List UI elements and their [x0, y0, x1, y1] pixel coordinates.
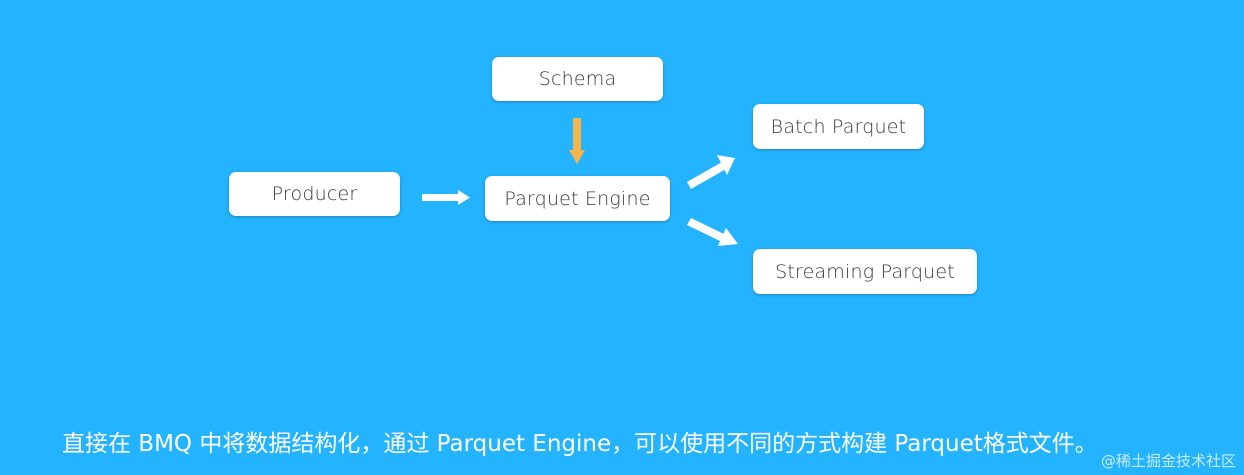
- batch-parquet-node: Batch Parquet: [753, 104, 924, 149]
- arrow-schema-to-engine: [569, 118, 585, 164]
- arrow-engine-to-streaming: [687, 218, 738, 246]
- caption-text: 直接在 BMQ 中将数据结构化，通过 Parquet Engine，可以使用不同…: [62, 431, 1098, 457]
- arrow-engine-to-batch: [687, 155, 735, 189]
- streaming-parquet-label: Streaming Parquet: [775, 260, 955, 283]
- schema-label: Schema: [538, 68, 617, 90]
- schema-node: Schema: [492, 57, 663, 101]
- streaming-parquet-node: Streaming Parquet: [753, 249, 977, 294]
- producer-label: Producer: [271, 183, 358, 205]
- parquet-engine-node: Parquet Engine: [485, 176, 670, 221]
- batch-parquet-label: Batch Parquet: [770, 115, 907, 138]
- watermark-text: @稀土掘金技术社区: [1100, 452, 1236, 470]
- parquet-engine-label: Parquet Engine: [504, 187, 651, 210]
- producer-node: Producer: [229, 172, 400, 216]
- arrow-producer-to-engine: [422, 190, 470, 205]
